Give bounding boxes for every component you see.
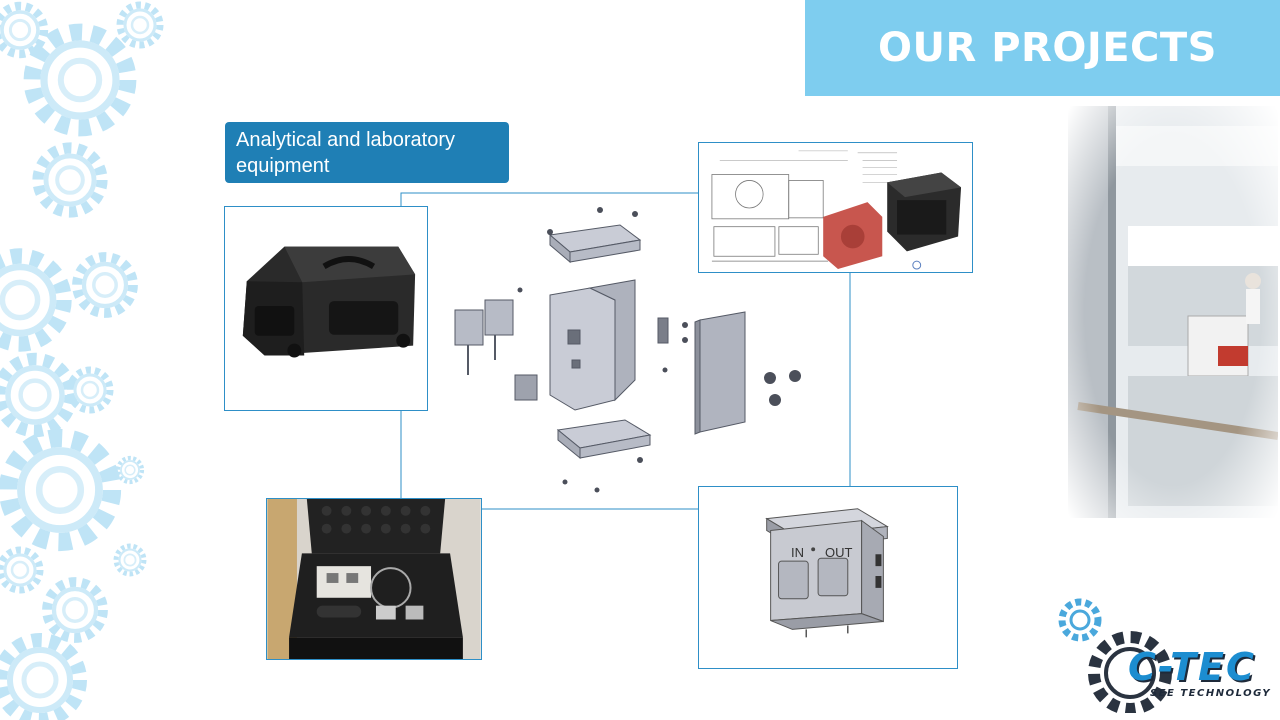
open-case-device-icon bbox=[267, 499, 481, 659]
hard-case-icon bbox=[225, 207, 427, 410]
case-with-device-frame bbox=[266, 498, 482, 660]
technical-drawing-icon bbox=[700, 143, 971, 272]
laboratory-photo-icon bbox=[1068, 106, 1278, 518]
case-photo-frame bbox=[224, 206, 428, 411]
enclosure-render-frame: IN OUT bbox=[698, 486, 958, 669]
enclosure-box-icon bbox=[699, 487, 957, 668]
enclosure-out-label: OUT bbox=[825, 545, 853, 560]
enclosure-in-label: IN bbox=[791, 545, 804, 560]
gear-decoration-icon bbox=[0, 0, 170, 720]
logo-name: C-TEC bbox=[1128, 645, 1256, 689]
title-banner: OUR PROJECTS bbox=[805, 0, 1280, 96]
logo-tagline: SEE TECHNOLOGY bbox=[1150, 688, 1272, 699]
technical-drawing-frame bbox=[698, 142, 973, 273]
exploded-enclosure-icon bbox=[454, 207, 801, 493]
page-title: OUR PROJECTS bbox=[878, 25, 1217, 71]
logo-gear-icon bbox=[1058, 598, 1172, 713]
category-label: Analytical and laboratory equipment bbox=[225, 122, 509, 183]
